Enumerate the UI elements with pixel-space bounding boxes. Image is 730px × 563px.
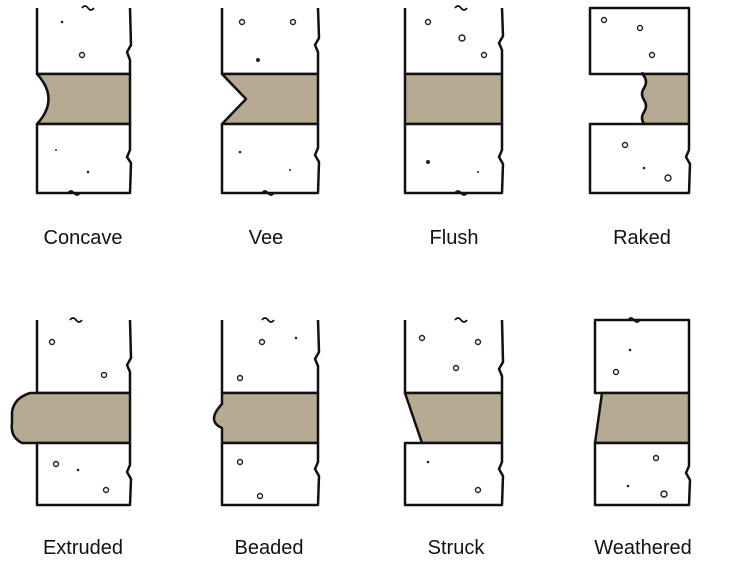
label-flush: Flush bbox=[429, 227, 479, 249]
struck-joint-figure bbox=[403, 317, 505, 507]
flush-texture bbox=[424, 5, 488, 196]
extruded-mortar bbox=[10, 391, 132, 445]
label-vee: Vee bbox=[248, 227, 284, 249]
beaded-mortar bbox=[212, 391, 320, 445]
label-weathered: Weathered bbox=[594, 537, 692, 559]
weathered-texture bbox=[612, 317, 668, 498]
beaded-texture bbox=[236, 317, 298, 500]
concave-mortar bbox=[35, 72, 132, 126]
vee-texture bbox=[238, 18, 297, 196]
vee-joint-figure bbox=[220, 7, 321, 196]
beaded-lower-brick bbox=[220, 441, 321, 507]
raked-lower-brick bbox=[588, 122, 692, 195]
beaded-joint-figure bbox=[212, 317, 321, 507]
raked-texture bbox=[600, 16, 672, 182]
concave-joint-figure bbox=[35, 5, 133, 196]
flush-upper-brick bbox=[403, 7, 505, 76]
weathered-joint-figure bbox=[593, 317, 692, 507]
flush-joint-figure bbox=[403, 5, 505, 196]
label-raked: Raked bbox=[613, 227, 671, 249]
beaded-upper-brick bbox=[220, 319, 321, 395]
vee-upper-brick bbox=[220, 7, 321, 76]
vee-mortar bbox=[220, 72, 320, 126]
extruded-joint-figure bbox=[10, 317, 133, 507]
concave-texture bbox=[55, 5, 95, 196]
struck-mortar bbox=[403, 391, 504, 445]
raked-mortar bbox=[640, 72, 691, 126]
weathered-upper-brick bbox=[593, 318, 691, 395]
extruded-upper-brick bbox=[35, 319, 133, 395]
extruded-texture bbox=[48, 317, 110, 494]
weathered-mortar bbox=[593, 391, 691, 445]
struck-lower-brick bbox=[403, 441, 505, 507]
flush-mortar bbox=[403, 72, 504, 126]
extruded-lower-brick bbox=[35, 441, 133, 507]
label-extruded: Extruded bbox=[42, 537, 124, 559]
raked-joint-figure bbox=[588, 6, 692, 195]
vee-lower-brick bbox=[220, 122, 321, 195]
struck-upper-brick bbox=[403, 319, 505, 395]
weathered-lower-brick bbox=[593, 441, 692, 507]
label-concave: Concave bbox=[43, 227, 123, 249]
label-beaded: Beaded bbox=[234, 537, 304, 559]
struck-texture bbox=[418, 317, 482, 494]
label-struck: Struck bbox=[427, 537, 485, 559]
concave-lower-brick bbox=[35, 122, 133, 195]
flush-lower-brick bbox=[403, 122, 505, 195]
concave-upper-brick bbox=[35, 7, 133, 76]
